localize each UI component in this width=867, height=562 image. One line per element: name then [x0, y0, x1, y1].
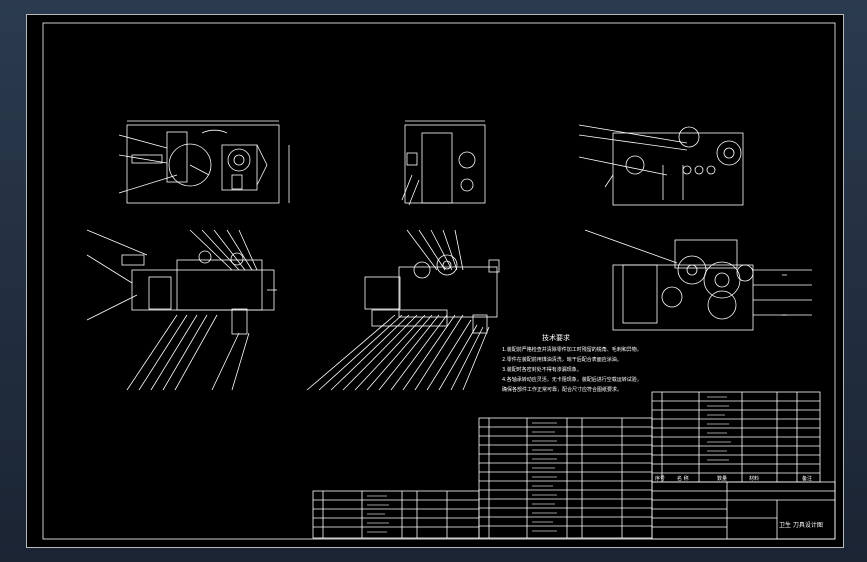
- notes-line-5: 确保各部件工作正常可靠，配合尺寸应符合图纸要求。: [502, 386, 622, 393]
- notes-line-4: 4.各轴承转动应灵活，无卡阻现象，装配后进行空载运转试验，: [502, 376, 642, 383]
- front-view-top-left: [118, 120, 290, 204]
- top-view-top-right: [578, 124, 744, 206]
- section-view-middle-center: [306, 229, 500, 391]
- parts-list-right: [651, 391, 821, 483]
- col-label-name: 名 称: [677, 475, 689, 482]
- parts-list-left: [312, 490, 480, 539]
- section-view-middle-left: [86, 229, 277, 391]
- drawing-canvas: 技术要求 1.装配前严格检查并清除零件加工时残留的锐角、毛刺和异物。 2.零件在…: [42, 22, 836, 540]
- col-label-remark: 备注: [802, 475, 812, 482]
- col-label-no: 序号: [655, 475, 665, 482]
- col-label-qty: 数量: [717, 475, 727, 482]
- title-block: [651, 481, 836, 540]
- drawing-sheet: 技术要求 1.装配前严格检查并清除零件加工时残留的锐角、毛刺和异物。 2.零件在…: [26, 14, 844, 548]
- gear-view-middle-right: [584, 229, 812, 331]
- table-text-marks: [367, 396, 731, 533]
- side-view-top-middle: [401, 120, 486, 206]
- notes-line-3: 3.装配时各密封处不得有渗漏现象。: [502, 366, 582, 373]
- notes-line-1: 1.装配前严格检查并清除零件加工时残留的锐角、毛刺和异物。: [502, 346, 642, 353]
- notes-line-2: 2.零件在装配前用煤油清洗，晾干后配合表面应涂油。: [502, 356, 622, 363]
- parts-list-middle: [478, 417, 653, 539]
- col-label-material: 材料: [749, 475, 759, 482]
- notes-heading: 技术要求: [542, 333, 570, 342]
- drawing-name: 卫生 刀具设计图: [779, 521, 823, 529]
- inner-border: [42, 22, 836, 540]
